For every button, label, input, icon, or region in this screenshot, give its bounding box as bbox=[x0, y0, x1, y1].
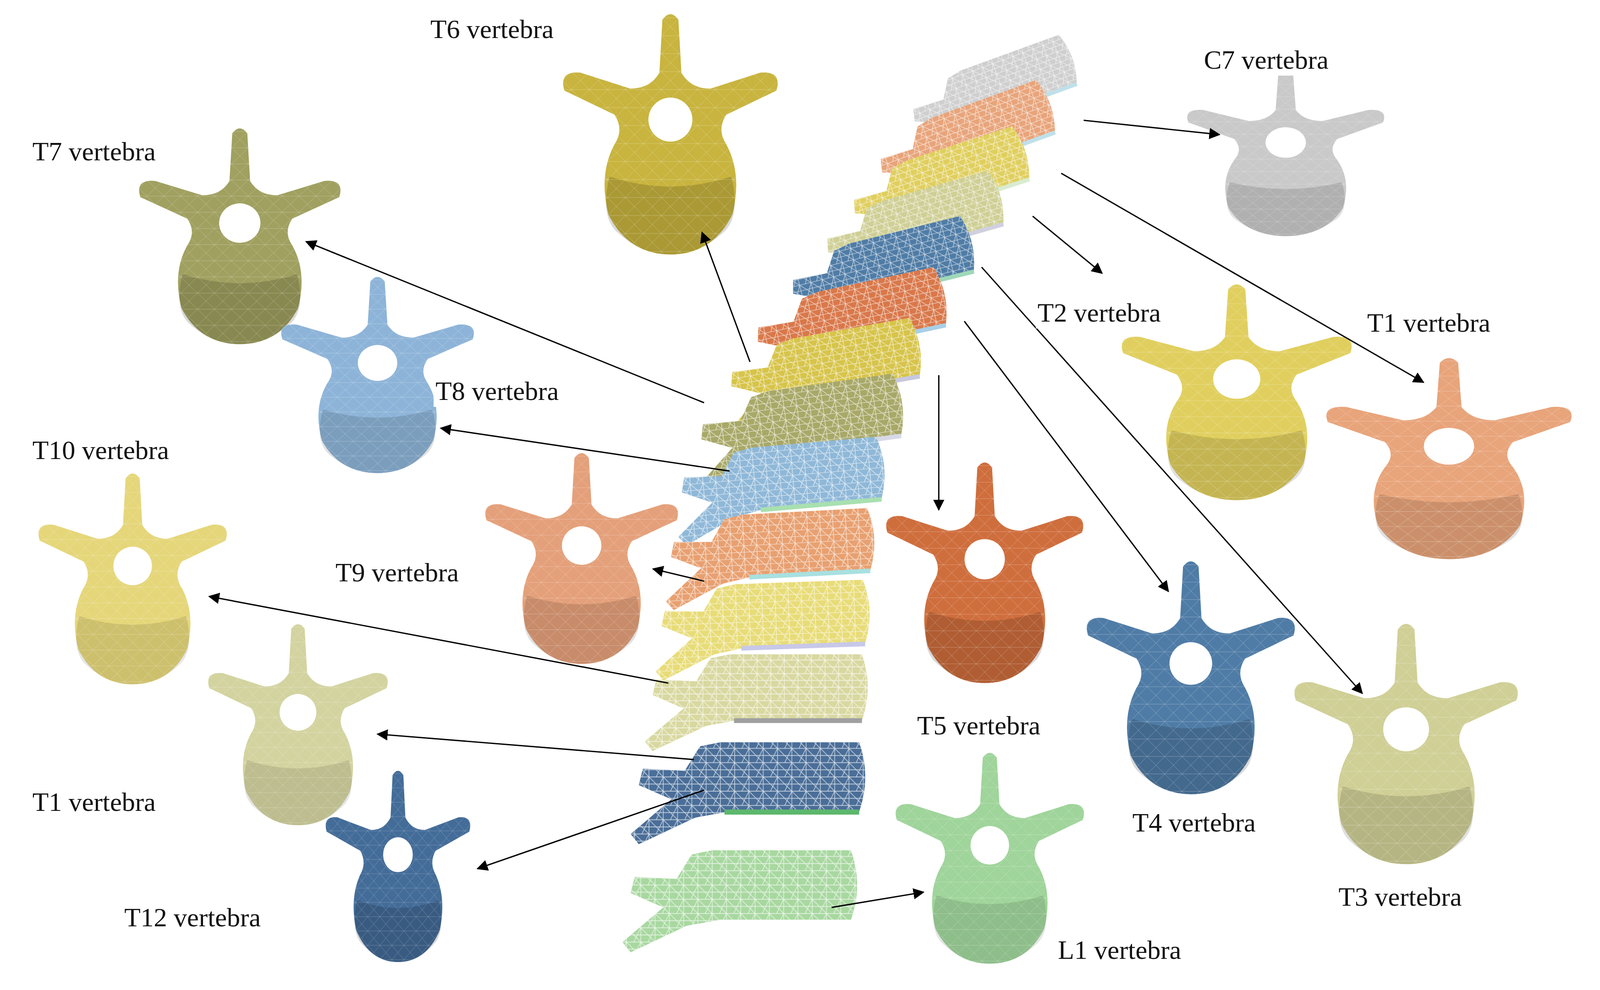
vertebra-mesh bbox=[1086, 561, 1295, 795]
vertebra-shape bbox=[138, 128, 341, 345]
vertebra-mesh bbox=[485, 453, 678, 665]
t1-figure bbox=[1326, 358, 1572, 560]
leader-arrow bbox=[981, 267, 1363, 694]
vertebra-mesh bbox=[1326, 358, 1572, 560]
vertebra-shape bbox=[38, 473, 227, 685]
vertebra-mesh bbox=[281, 276, 474, 473]
vertebra-shape bbox=[1326, 358, 1572, 560]
l1-figure bbox=[895, 753, 1084, 964]
t7-figure bbox=[138, 128, 341, 345]
leader-arrow bbox=[208, 596, 669, 684]
vertebra-label: T10 vertebra bbox=[30, 435, 171, 467]
vertebra-mesh bbox=[886, 462, 1084, 684]
vertebra-label: T4 vertebra bbox=[1130, 808, 1258, 839]
vertebra-figures bbox=[38, 14, 1572, 965]
vertebra-mesh bbox=[138, 128, 341, 345]
vertebra-shape bbox=[895, 753, 1084, 964]
segment-fill bbox=[644, 654, 868, 752]
segment-fill bbox=[622, 850, 858, 953]
vertebra-label: T3 vertebra bbox=[1336, 882, 1464, 913]
leader-arrow bbox=[377, 734, 694, 760]
vertebra-shape bbox=[886, 462, 1084, 684]
leader-arrow bbox=[477, 790, 704, 869]
vertebra-label: T8 vertebra bbox=[433, 376, 561, 407]
leader-arrows bbox=[208, 120, 1424, 908]
t3-figure bbox=[1294, 624, 1518, 865]
c7-figure bbox=[1187, 69, 1385, 237]
t6-figure bbox=[563, 14, 778, 255]
vertebra-shape bbox=[485, 453, 678, 665]
t5-figure bbox=[886, 462, 1084, 684]
vertebra-mesh bbox=[895, 753, 1084, 964]
vertebra-shape bbox=[208, 624, 388, 826]
leader-arrow bbox=[964, 321, 1169, 592]
vertebra-mesh bbox=[38, 473, 227, 685]
t9-figure bbox=[485, 453, 678, 665]
leader-arrow bbox=[653, 569, 704, 582]
t11-segment bbox=[644, 654, 868, 752]
vertebra-label: L1 vertebra bbox=[1055, 935, 1183, 967]
leader-arrow bbox=[1061, 173, 1424, 383]
vertebra-shape bbox=[1294, 624, 1518, 865]
vertebra-mesh bbox=[1294, 624, 1518, 865]
t8-figure bbox=[281, 276, 474, 473]
t4-figure bbox=[1086, 561, 1295, 795]
vertebra-shape bbox=[325, 771, 471, 963]
t12-figure bbox=[325, 771, 471, 963]
vertebra-label: T1 vertebra bbox=[30, 787, 158, 819]
vertebra-shape bbox=[281, 276, 474, 473]
vertebra-label: T12 vertebra bbox=[122, 902, 263, 934]
disc bbox=[733, 718, 862, 724]
disc bbox=[724, 809, 860, 815]
vertebra-label: T7 vertebra bbox=[30, 136, 158, 168]
vertebra-label: T2 vertebra bbox=[1035, 297, 1163, 329]
vertebra-shape bbox=[1086, 561, 1295, 795]
leader-arrow bbox=[702, 232, 751, 363]
leader-arrow bbox=[831, 892, 924, 908]
vertebra-mesh bbox=[208, 624, 388, 826]
vertebra-mesh bbox=[1187, 69, 1385, 237]
leader-arrow bbox=[938, 375, 940, 511]
vertebra-label: T9 vertebra bbox=[333, 557, 461, 589]
disc bbox=[749, 568, 871, 580]
leader-arrow bbox=[440, 428, 730, 472]
t11-figure bbox=[208, 624, 388, 826]
vertebra-shape bbox=[563, 14, 778, 255]
leader-arrow bbox=[1083, 120, 1220, 135]
vertebra-mesh bbox=[325, 771, 471, 963]
vertebra-shape bbox=[1187, 69, 1385, 237]
t10-figure bbox=[38, 473, 227, 685]
l1-segment bbox=[622, 850, 858, 953]
leader-arrow bbox=[1032, 216, 1102, 274]
segment-mesh bbox=[644, 654, 868, 752]
vertebra-label: T6 vertebra bbox=[428, 14, 556, 45]
vertebra-label: T1 vertebra bbox=[1365, 307, 1493, 339]
vertebra-label: T5 vertebra bbox=[915, 710, 1043, 742]
disc bbox=[741, 642, 866, 652]
segment-mesh bbox=[622, 850, 858, 953]
vertebra-label: C7 vertebra bbox=[1202, 44, 1331, 76]
vertebra-mesh bbox=[563, 14, 778, 255]
